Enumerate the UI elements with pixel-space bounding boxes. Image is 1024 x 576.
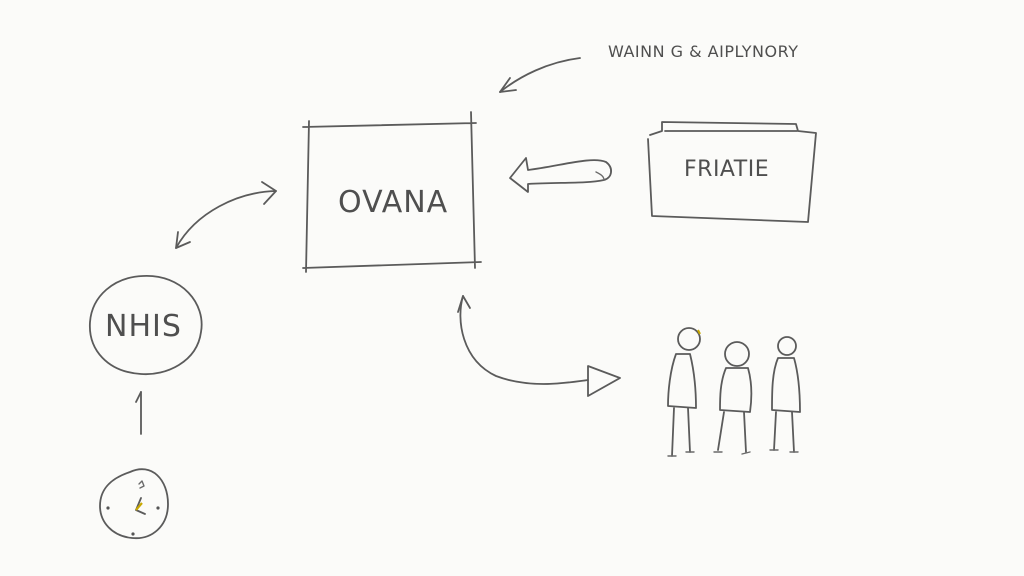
folder-label: FRIATIE [684,157,769,182]
arrow-clock-to-circle [135,391,142,435]
arrow-folder-to-box [509,157,612,193]
arrow-box-circle [175,181,277,249]
folder-node[interactable]: FRIATIE [647,121,817,223]
person-icon [713,341,753,455]
person-icon [769,336,801,453]
arrow-annotation-to-box [499,57,581,93]
main-box-node[interactable]: OVANA [302,111,482,273]
circle-node[interactable]: NHIS [89,275,203,376]
annotation-text: WAINN G & AIPLYNORY [608,42,798,61]
person-icon [667,327,701,457]
people-group-icon [667,327,801,457]
clock-icon [99,468,169,539]
main-box-frame [302,111,482,273]
folder-icon [647,121,817,223]
main-box-label: OVANA [338,185,448,220]
circle-label: NHIS [105,309,182,344]
arrow-box-to-people [457,295,621,397]
circle-frame [89,275,203,376]
